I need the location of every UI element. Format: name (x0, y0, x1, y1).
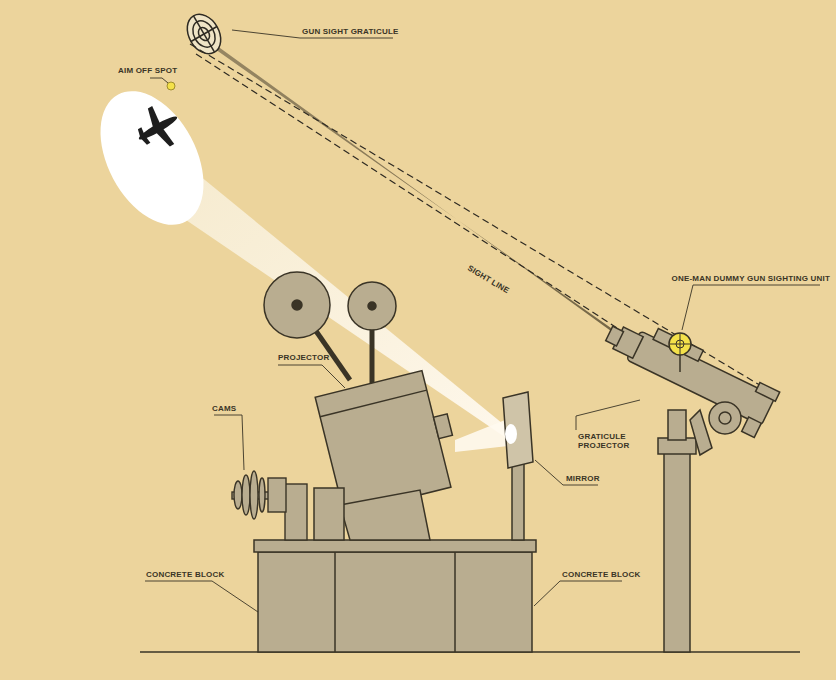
part-label: CAMS (212, 404, 236, 413)
graticule-beam (188, 30, 640, 352)
cams (232, 471, 307, 540)
part-label: GUN SIGHT GRATICULE (302, 27, 399, 36)
mirror (503, 392, 533, 540)
concrete-block (254, 540, 536, 652)
part-label: PROJECTOR (278, 353, 329, 362)
part-label: CONCRETE BLOCK (146, 570, 224, 579)
gun-sighting-unit (596, 310, 781, 652)
part-label: AIM OFF SPOT (118, 66, 177, 75)
part-label: MIRROR (566, 474, 600, 483)
part-label: ONE-MAN DUMMY GUN SIGHTING UNIT (672, 274, 831, 283)
part-label: GRATICULE PROJECTOR (578, 432, 642, 450)
leader-lines (145, 30, 820, 612)
part-label: SIGHT LINE (463, 262, 513, 297)
projected-image (79, 74, 224, 242)
ring-sight (669, 333, 691, 355)
aircraft-silhouette (128, 98, 188, 158)
sight-line (196, 54, 620, 330)
projector-beam (455, 420, 508, 452)
part-label: CONCRETE BLOCK (562, 570, 640, 579)
aim-off-spot (167, 82, 175, 90)
projector (264, 272, 465, 540)
sight-line (190, 44, 778, 396)
